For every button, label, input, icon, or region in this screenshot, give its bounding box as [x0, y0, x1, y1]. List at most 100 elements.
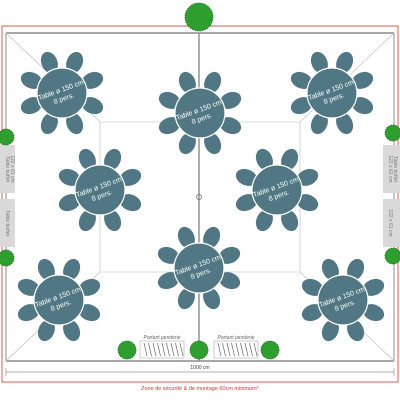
chair: [347, 319, 365, 342]
chair: [321, 319, 339, 342]
chair: [310, 112, 328, 135]
chair: [203, 287, 221, 310]
chair: [281, 148, 299, 171]
chair: [178, 132, 196, 155]
chair: [63, 258, 81, 281]
chair: [218, 272, 241, 290]
round-table: Table ø 150 cm8 pers.: [235, 148, 319, 232]
chair: [119, 194, 142, 212]
plant-icon: [189, 340, 209, 360]
chair: [58, 194, 81, 212]
round-table: Table ø 150 cm8 pers.: [17, 258, 101, 342]
buffet-right-label-3: 122 x 61 cm: [387, 209, 393, 236]
chair: [290, 71, 313, 89]
chair: [204, 71, 222, 94]
chair: [290, 97, 313, 115]
table-top: [173, 242, 225, 294]
chair: [219, 91, 242, 109]
dimension-label: 1000 cm: [190, 365, 209, 371]
chair: [78, 209, 96, 232]
chair: [119, 168, 142, 186]
chair: [281, 209, 299, 232]
buffet-right-label-2: Table buffet: [392, 156, 398, 182]
plant-icon: [0, 249, 15, 267]
round-table: Table ø 150 cm8 pers.: [290, 51, 374, 135]
chair: [351, 97, 374, 115]
table-top: [74, 164, 126, 216]
chair: [235, 194, 258, 212]
chair: [37, 319, 55, 342]
chair: [40, 51, 58, 74]
chair: [20, 97, 43, 115]
chair: [203, 226, 221, 249]
chair: [158, 117, 181, 135]
plant-icon: [384, 247, 400, 265]
chair: [219, 117, 242, 135]
plant-icon: [0, 128, 15, 146]
chair: [296, 194, 319, 212]
tables-layer: Table ø 150 cm8 pers.Table ø 150 cm8 per…: [17, 51, 385, 342]
chair: [336, 112, 354, 135]
safety-zone-label: Zone de sécurité & de montage 60cm minim…: [141, 386, 260, 392]
table-top: [33, 274, 85, 326]
table-top: [317, 274, 369, 326]
chair: [362, 278, 385, 296]
chair: [78, 148, 96, 171]
chair: [37, 258, 55, 281]
chair: [158, 91, 181, 109]
chair: [235, 168, 258, 186]
buffet-left-label-2: 122 x 61 cm: [9, 155, 15, 182]
plant-icon: [384, 124, 400, 142]
rack-left: Portant penderie: [139, 335, 185, 359]
round-table: Table ø 150 cm8 pers.: [301, 258, 385, 342]
chair: [178, 71, 196, 94]
rack-left-label: Portant penderie: [144, 335, 181, 341]
chair: [310, 51, 328, 74]
dimension-line: 1000 cm: [5, 365, 395, 376]
chair: [104, 209, 122, 232]
chair: [255, 209, 273, 232]
buffet-right-label-1: 122 x 61 cm: [387, 155, 393, 182]
plants-layer: [0, 2, 400, 360]
chair: [255, 148, 273, 171]
buffet-right: 122 x 61 cm Table buffet 122 x 61 cm: [383, 145, 400, 247]
table-top: [306, 67, 358, 119]
chair: [81, 97, 104, 115]
table-top: [251, 164, 303, 216]
chair: [17, 278, 40, 296]
chair: [66, 51, 84, 74]
chair: [362, 304, 385, 322]
chair: [157, 246, 180, 264]
chair: [301, 304, 324, 322]
chair: [78, 278, 101, 296]
chair: [20, 71, 43, 89]
chair: [17, 304, 40, 322]
chair: [157, 272, 180, 290]
chair: [40, 112, 58, 135]
chair: [78, 304, 101, 322]
chair: [351, 71, 374, 89]
round-table: Table ø 150 cm8 pers.: [58, 148, 142, 232]
round-table: Table ø 150 cm8 pers.: [20, 51, 104, 135]
chair: [177, 287, 195, 310]
chair: [66, 112, 84, 135]
chair: [218, 246, 241, 264]
table-top: [174, 87, 226, 139]
rack-right-label: Portant penderie: [218, 335, 255, 341]
round-table: Table ø 150 cm8 pers.: [157, 226, 241, 310]
round-table: Table ø 150 cm8 pers.: [158, 71, 242, 155]
buffet-left-label-3: Table buffet: [4, 210, 10, 236]
chair: [347, 258, 365, 281]
plant-icon: [260, 340, 280, 360]
chair: [177, 226, 195, 249]
table-top: [36, 67, 88, 119]
chair: [63, 319, 81, 342]
chair: [104, 148, 122, 171]
chair: [336, 51, 354, 74]
buffet-left: Table buffet 122 x 61 cm Table buffet: [0, 145, 15, 247]
chair: [296, 168, 319, 186]
plant-icon: [117, 340, 137, 360]
chair: [204, 132, 222, 155]
rack-right: Portant penderie: [213, 335, 259, 359]
